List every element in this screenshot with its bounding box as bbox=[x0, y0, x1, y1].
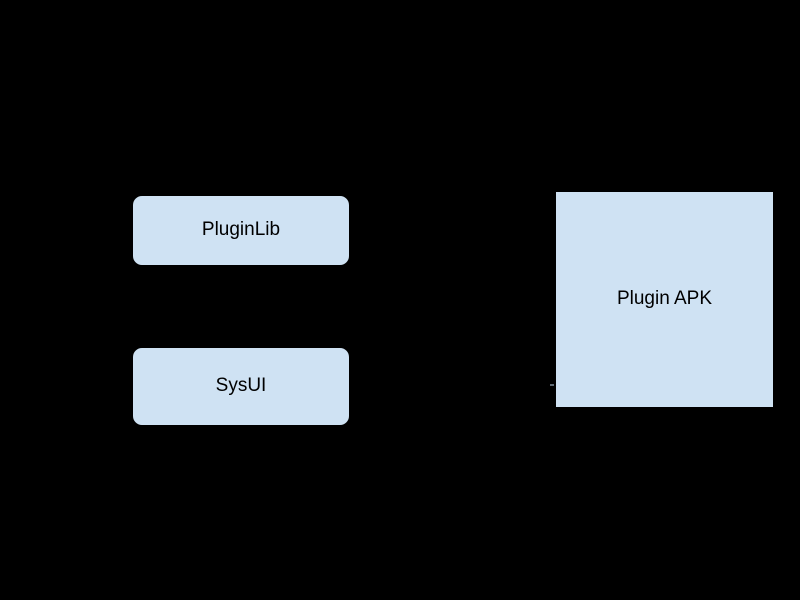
node-pluginlib-label: PluginLib bbox=[201, 219, 281, 241]
node-sysui-label: SysUI bbox=[215, 375, 267, 397]
node-plugin-apk-label: Plugin APK bbox=[616, 288, 713, 310]
node-plugin-apk: Plugin APK bbox=[555, 191, 774, 408]
node-sysui: SysUI bbox=[132, 347, 350, 426]
node-pluginlib: PluginLib bbox=[132, 195, 350, 266]
arrowhead-artifact bbox=[550, 384, 554, 386]
